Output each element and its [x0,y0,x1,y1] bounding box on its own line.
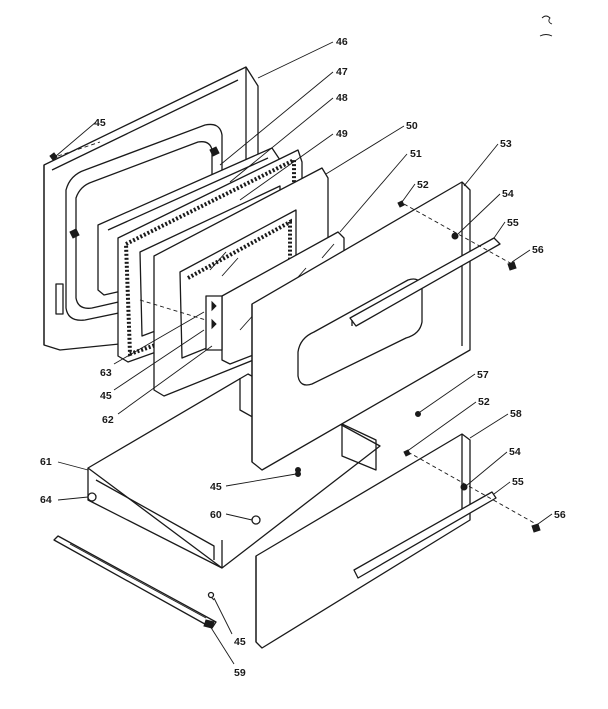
corner-mark [539,15,553,37]
label-45-door: 45 [210,481,222,493]
part-labels: 46 47 48 49 50 51 53 45 52 54 55 56 63 4… [40,36,566,679]
label-60: 60 [210,509,222,521]
label-54-bot: 54 [509,446,521,458]
label-63: 63 [100,367,112,379]
label-56-bot: 56 [554,509,566,521]
label-48: 48 [336,92,348,104]
label-45-bot: 45 [234,636,246,648]
label-51: 51 [410,148,422,160]
label-45-top: 45 [94,117,106,129]
label-64: 64 [40,494,52,506]
oven-door-front [251,181,471,473]
label-49: 49 [336,128,348,140]
leader-lines [55,41,553,665]
label-59: 59 [234,667,246,679]
fasteners [49,152,541,533]
drawer-front-panel [255,433,471,649]
oven-door-handle [349,237,501,327]
label-50: 50 [406,120,418,132]
label-52-bot: 52 [478,396,490,408]
label-52-top: 52 [417,179,429,191]
label-58: 58 [510,408,522,420]
label-46: 46 [336,36,348,48]
label-57: 57 [477,369,489,381]
label-54-top: 54 [502,188,514,200]
label-53: 53 [500,138,512,150]
drawer-kick-rail [53,535,217,629]
label-61: 61 [40,456,52,468]
label-55-top: 55 [507,217,519,229]
drawer-handle [353,491,497,579]
label-55-bot: 55 [512,476,524,488]
label-45-mid: 45 [100,390,112,402]
label-56-top: 56 [532,244,544,256]
alignment-lines [57,141,537,525]
label-47: 47 [336,66,348,78]
label-62: 62 [102,414,114,426]
